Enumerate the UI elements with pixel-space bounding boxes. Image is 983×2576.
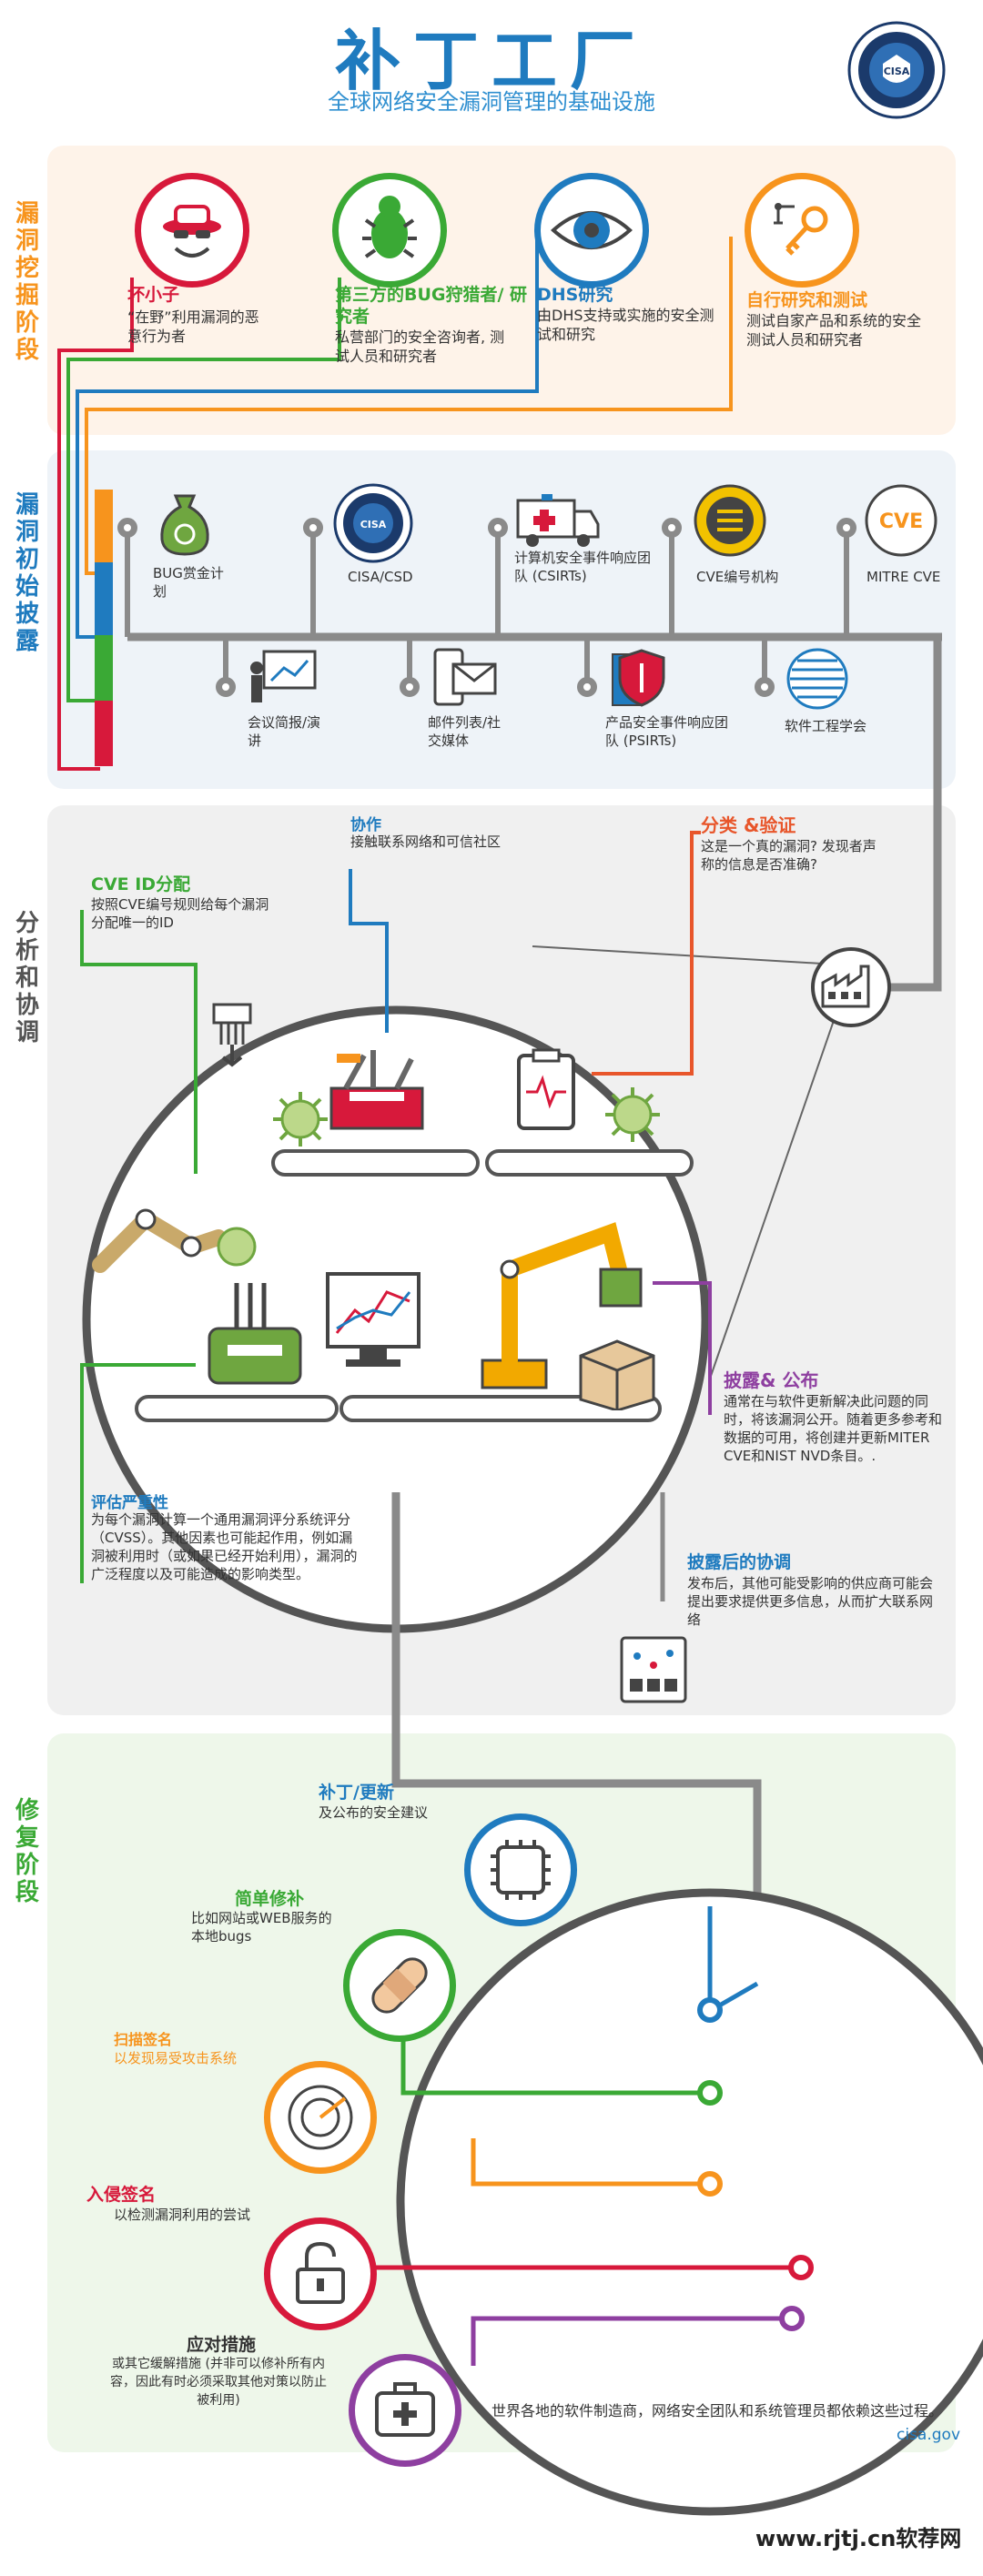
analysis-severity-desc: 为每个漏洞计算一个通用漏洞评分系统评分（CVSS）。其他因素也可能起作用，例如漏…: [91, 1511, 358, 1582]
control-panel-icon: [620, 1636, 687, 1703]
bug-icon: [332, 173, 447, 288]
footer-site-link[interactable]: cisa.gov: [897, 2426, 961, 2444]
analysis-classify-desc: 这是一个真的漏洞? 发现者声称的信息是否准确?: [701, 838, 877, 873]
fix-desc-scan: 以发现易受攻击系统: [114, 2050, 238, 2066]
sei-globe-icon: [786, 648, 848, 710]
cisa-seal-icon: CISA: [847, 21, 946, 119]
bandage-icon: [343, 1929, 456, 2042]
discovery-desc-badguy: “在野”利用漏洞的恶意行为者: [127, 308, 259, 345]
fix-title-intrusion: 入侵签名: [86, 2185, 157, 2205]
fix-desc-intrusion: 以检测漏洞利用的尝试: [114, 2207, 251, 2223]
ambulance-icon: [516, 494, 600, 547]
toolbox-icon: [329, 1050, 424, 1130]
fix-node-scan: [697, 2171, 723, 2197]
timeline-node: [117, 518, 137, 538]
robot-arm-icon: [92, 1208, 257, 1273]
analysis-severity-title: 评估严重性: [91, 1494, 168, 1512]
disclosure-top-label-3: CVE编号机构: [696, 569, 779, 585]
crane-claw-icon: [212, 1003, 252, 1067]
radar-scan-icon: [264, 2061, 377, 2174]
disclosure-top-label-4: MITRE CVE: [866, 569, 941, 585]
analysis-publish-desc: 通常在与软件更新解决此问题的同时，将该漏洞公开。随着更多参考和数据的可用，将创建…: [724, 1393, 943, 1464]
fix-title-counter: 应对措施: [187, 2335, 257, 2355]
discovery-desc-dhs: 由DHS支持或实施的安全测试和研究: [537, 307, 714, 343]
analysis-collab-title: 协作: [350, 816, 381, 834]
disclosure-bottom-label-1: 邮件列表/社交媒体: [428, 714, 502, 749]
discovery-desc-self: 测试自家产品和系统的安全测试人员和研究者: [746, 312, 922, 349]
clipboard-monitor-icon: [517, 1048, 575, 1130]
timeline-node: [755, 677, 775, 697]
fix-node-intrusion: [788, 2255, 814, 2280]
analysis-collab-desc: 接触联系网络和可信社区: [350, 833, 502, 850]
cisa-seal-icon: CISA: [333, 483, 413, 563]
mail-phone-icon: [433, 648, 497, 706]
key-circuit-icon: [745, 173, 859, 288]
timeline-node: [577, 677, 597, 697]
discovery-title-bughunter: 第三方的BUG狩猎者/ 研究者: [335, 285, 528, 327]
disclosure-top-label-1: CISA/CSD: [348, 569, 413, 585]
unlock-icon: [264, 2217, 377, 2330]
timeline-node: [303, 518, 323, 538]
timeline-node: [216, 677, 236, 697]
fix-title-simple: 简单修补: [235, 1889, 305, 1909]
analysis-post-desc: 发布后，其他可能受影响的供应商可能会提出要求提供更多信息，从而扩大联系网络: [687, 1575, 934, 1628]
discovery-title-self: 自行研究和测试: [746, 290, 868, 310]
chip-icon: [464, 1813, 577, 1926]
diagnostic-machine-icon: [208, 1283, 302, 1385]
discovery-title-badguy: 坏小子: [127, 285, 180, 305]
fix-desc-simple: 比如网站或WEB服务的本地bugs: [191, 1910, 332, 1945]
disclosure-bottom-label-3: 软件工程学会: [785, 718, 867, 734]
chart-monitor-icon: [326, 1272, 421, 1367]
factory-icon: [811, 947, 891, 1027]
discovery-desc-bughunter: 私营部门的安全咨询者, 测试人员和研究者: [335, 328, 505, 365]
disclosure-bottom-label-2: 产品安全事件响应团队 (PSIRTs): [605, 714, 729, 749]
stage-label-fix: 修复阶段: [15, 1797, 39, 1906]
package-box-icon: [579, 1339, 655, 1410]
fix-desc-patch: 及公布的安全建议: [319, 1804, 429, 1821]
timeline-node: [662, 518, 682, 538]
timeline-node: [400, 677, 420, 697]
analysis-cve-desc: 按照CVE编号规则给每个漏洞分配唯一的ID: [91, 896, 269, 931]
timeline-node: [836, 518, 856, 538]
cve-badge-icon: [694, 484, 766, 557]
disclosure-top-label-2: 计算机安全事件响应团队 (CSIRTs): [514, 550, 652, 584]
analysis-cve-title: CVE ID分配: [91, 874, 191, 894]
analysis-publish-title: 披露& 公布: [724, 1369, 819, 1391]
presentation-icon: [250, 650, 317, 702]
fix-node-counter: [779, 2306, 805, 2331]
mitre-cve-icon: CVE: [865, 484, 937, 557]
watermark-text: www.rjtj.cn软荐网: [755, 2526, 962, 2551]
page-title: 补丁工厂: [334, 22, 648, 99]
timeline-node: [488, 518, 508, 538]
stage-label-disclosure: 漏洞初始披露: [15, 491, 39, 655]
first-aid-kit-icon: [349, 2354, 461, 2467]
disclosure-top-label-0: BUG赏金计划: [153, 565, 224, 600]
stage-label-analysis: 分析和协调: [15, 910, 39, 1046]
svg-text:CISA: CISA: [360, 519, 387, 530]
yellow-robot-arm-icon: [481, 1222, 643, 1389]
eye-icon: [534, 173, 649, 288]
virus-icon: [605, 1087, 660, 1142]
spy-icon: [135, 173, 249, 288]
disclosure-bottom-label-0: 会议简报/演讲: [248, 714, 321, 749]
disclosure-panel: [47, 450, 956, 789]
stage-label-discovery: 漏洞挖掘阶段: [15, 200, 39, 364]
analysis-classify-title: 分类 &验证: [701, 814, 796, 836]
analysis-post-title: 披露后的协调: [687, 1552, 792, 1572]
fix-desc-counter: 或其它缓解措施 (并非可以修补所有内容，因此有时必须采取其他对策以防止被利用): [110, 2357, 327, 2408]
fix-title-patch: 补丁/更新: [319, 1783, 394, 1803]
security-shield-icon: [612, 649, 665, 707]
svg-text:CISA: CISA: [884, 66, 910, 77]
fix-node-patch: [697, 1997, 723, 2023]
svg-text:CVE: CVE: [879, 510, 923, 533]
fix-node-simple: [697, 2080, 723, 2106]
money-bag-icon: [160, 494, 209, 556]
discovery-title-dhs: DHS研究: [537, 285, 613, 305]
footer-text: 世界各地的软件制造商，网络安全团队和系统管理员都依赖这些过程。: [492, 2402, 944, 2419]
virus-icon: [273, 1092, 328, 1147]
page-subtitle: 全球网络安全漏洞管理的基础设施: [328, 89, 655, 115]
fix-title-scan: 扫描签名: [114, 2031, 173, 2048]
